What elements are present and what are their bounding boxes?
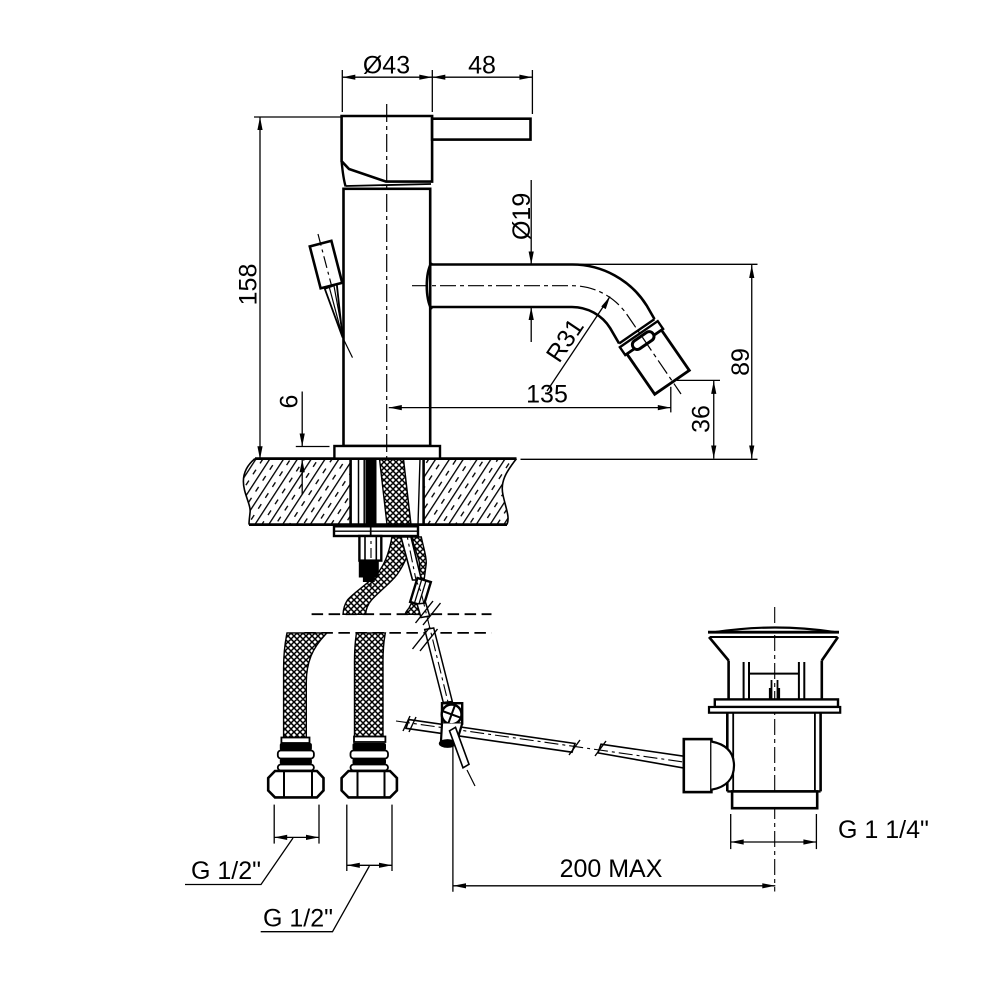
svg-text:158: 158 [235, 264, 263, 306]
svg-text:36: 36 [688, 405, 716, 433]
svg-text:Ø43: Ø43 [363, 52, 410, 80]
svg-text:G 1/2": G 1/2" [191, 857, 261, 885]
svg-text:G 1/2": G 1/2" [263, 905, 333, 933]
svg-text:G 1 1/4": G 1 1/4" [838, 816, 929, 844]
svg-text:200 MAX: 200 MAX [560, 855, 663, 883]
svg-text:135: 135 [526, 381, 568, 409]
svg-text:6: 6 [276, 395, 304, 409]
svg-text:Ø19: Ø19 [508, 193, 536, 240]
svg-text:48: 48 [468, 52, 496, 80]
svg-text:89: 89 [727, 348, 755, 376]
